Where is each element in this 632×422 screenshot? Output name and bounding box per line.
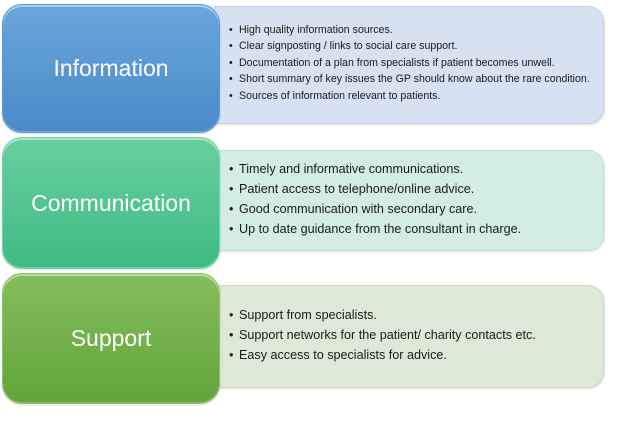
list-item: Clear signposting / links to social care…: [229, 40, 603, 53]
list-item: High quality information sources.: [229, 24, 603, 37]
support-list: Support from specialists. Support networ…: [229, 307, 603, 367]
support-heading-box: Support: [2, 273, 220, 404]
list-item: Easy access to specialists for advice.: [229, 347, 603, 363]
list-item: Support from specialists.: [229, 307, 603, 323]
list-item: Up to date guidance from the consultant …: [229, 221, 603, 237]
communication-title: Communication: [31, 189, 191, 216]
list-item: Documentation of a plan from specialists…: [229, 57, 603, 70]
list-item: Sources of information relevant to patie…: [229, 90, 603, 103]
information-details-panel: High quality information sources. Clear …: [214, 6, 604, 124]
communication-list: Timely and informative communications. P…: [229, 161, 603, 241]
list-item: Patient access to telephone/online advic…: [229, 181, 603, 197]
list-item: Support networks for the patient/ charit…: [229, 327, 603, 343]
communication-details-panel: Timely and informative communications. P…: [214, 150, 604, 251]
list-item: Timely and informative communications.: [229, 161, 603, 177]
information-title: Information: [53, 55, 169, 81]
support-details-panel: Support from specialists. Support networ…: [214, 285, 604, 388]
information-list: High quality information sources. Clear …: [229, 24, 603, 107]
list-item: Short summary of key issues the GP shoul…: [229, 73, 603, 86]
support-title: Support: [70, 325, 152, 351]
information-heading-box: Information: [2, 4, 220, 133]
communication-heading-box: Communication: [2, 137, 220, 269]
list-item: Good communication with secondary care.: [229, 201, 603, 217]
